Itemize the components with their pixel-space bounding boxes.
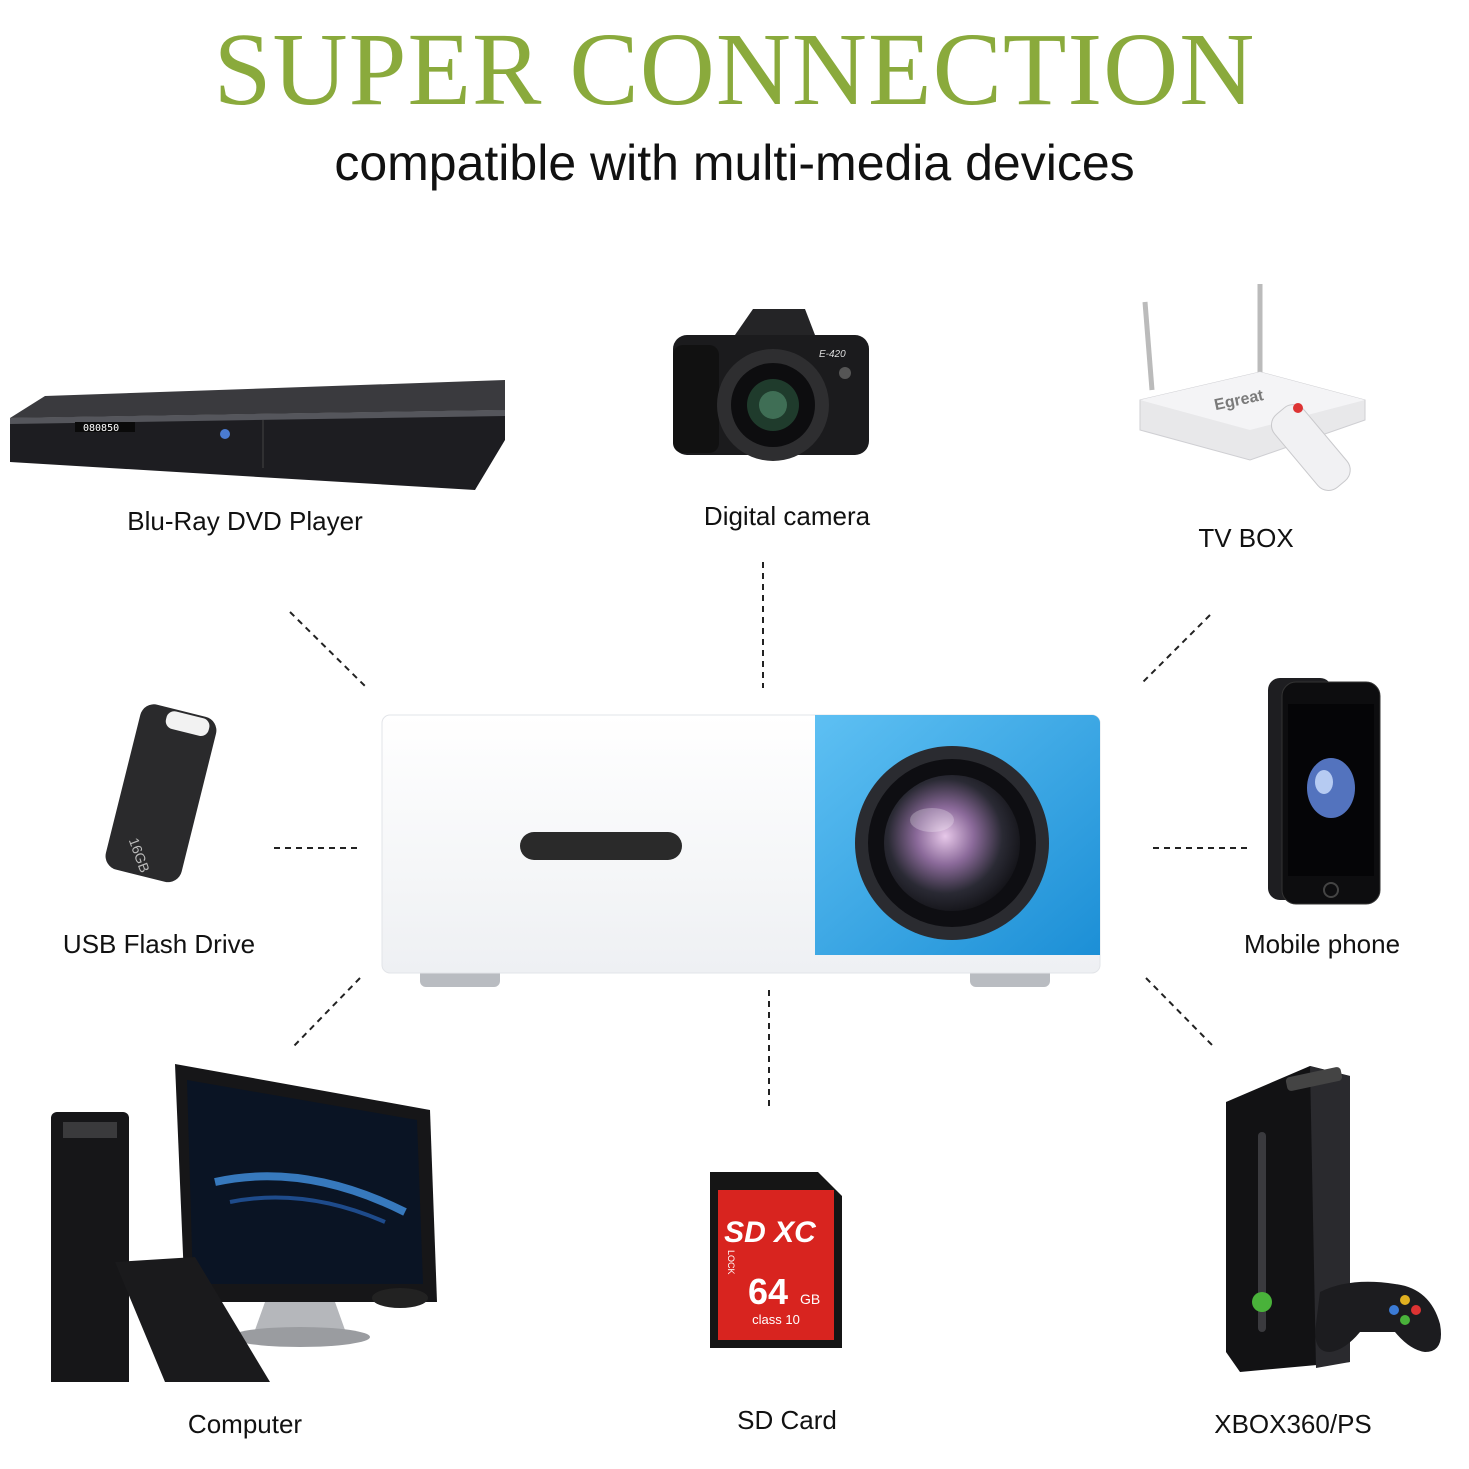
device-label-console: XBOX360/PS (1214, 1409, 1372, 1439)
connector-line (1145, 977, 1214, 1047)
sd-logo-text: SD XC (724, 1216, 817, 1249)
device-label-usb: USB Flash Drive (62, 929, 256, 959)
device-label-tv-box: TV BOX (1198, 523, 1294, 553)
connector-line (1139, 614, 1211, 686)
connector-line (289, 611, 368, 689)
page-title: SUPER CONNECTION (213, 12, 1256, 127)
sd-unit-text: GB (800, 1291, 820, 1307)
sd-capacity-text: 64 (748, 1271, 788, 1312)
device-label-bluray: Blu-Ray DVD Player (127, 506, 363, 536)
sd-lock-text: LOCK (726, 1250, 736, 1275)
device-label-sd-card: SD Card (737, 1405, 837, 1435)
tv-box-icon: Egreat (1139, 284, 1366, 491)
sd-card-icon: SD XC LOCK 64 GB class 10 (710, 1172, 842, 1348)
game-console-icon (1226, 1066, 1441, 1372)
camera-icon: E-420 (673, 309, 869, 461)
bluray-player-icon: 080850 (10, 380, 505, 490)
connector-line (291, 977, 361, 1049)
device-label-phone: Mobile phone (1243, 929, 1401, 959)
device-label-computer: Computer (187, 1409, 303, 1439)
camera-model-text: E-420 (819, 349, 846, 360)
projector-icon (381, 714, 1101, 987)
sd-class-text: class 10 (752, 1312, 800, 1327)
svg-text:080850: 080850 (83, 423, 119, 434)
device-label-camera: Digital camera (703, 501, 871, 531)
computer-icon (51, 1064, 437, 1382)
page-subtitle: compatible with multi-media devices (334, 135, 1135, 191)
phone-icon (1268, 678, 1381, 905)
usb-drive-icon: 16GB (105, 704, 217, 883)
